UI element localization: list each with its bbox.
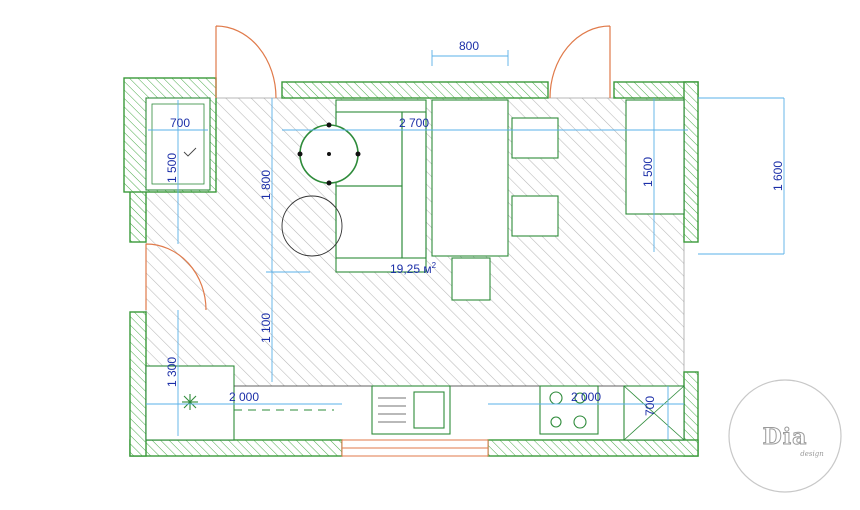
round-table-outline [281,195,343,257]
dimension-top-gap: 800 [459,39,479,53]
floor-area-value: 19,25 м [390,262,432,276]
round-table-point [297,151,303,157]
dimension-corner-cabinet: 700 [643,396,657,416]
doors [145,25,611,311]
sofa-arm [401,111,427,259]
wall-right-upper [683,81,699,243]
door-top-left [215,25,277,99]
burner [574,392,586,404]
burner [550,416,562,428]
dimension-right-outer-depth: 1 600 [771,161,785,191]
dimension-lower-left-height: 1 300 [165,357,179,387]
burner [549,391,563,405]
dining-table [431,99,509,257]
round-table-point [326,122,332,128]
check-mark [183,147,197,157]
wall-bottom-left [129,439,343,457]
dimension-counter-left: 2 000 [229,390,259,404]
dimension-table-zone-depth: 1 800 [259,170,273,200]
wall-left-upper [129,189,147,243]
sink-bowl [413,391,445,429]
chair [451,257,491,301]
bench-right [625,99,685,215]
wall-left-lower [129,311,147,457]
floor-area-label: 19,25 м2 [390,261,437,276]
counter-mark [183,395,197,409]
floor-area-unit: 2 [432,261,437,270]
dimension-left-cabinet-depth: 1 500 [165,153,179,183]
burner [573,415,587,429]
wall-top-middle [281,81,549,99]
dimension-counter-right: 2 000 [571,390,601,404]
dimension-sofa-gap: 1 100 [259,313,273,343]
watermark-brand: Dia [763,424,808,450]
chair [511,195,559,237]
round-table-point [355,151,361,157]
dimension-left-cabinet-width: 700 [170,116,190,130]
dimension-interior-width: 2 700 [399,116,429,130]
dimension-lines [146,50,785,440]
round-table-point [327,152,331,156]
stove [539,385,599,435]
watermark-logo: Dia design [728,379,842,493]
door-top-right [549,25,611,99]
furniture [145,97,685,441]
chair [511,117,559,159]
sink [371,385,451,435]
dimension-right-bench-depth: 1 500 [641,157,655,187]
round-table-point [326,180,332,186]
wall-bottom-right [487,439,699,457]
watermark-sub: design [800,450,824,458]
door-left [145,243,207,311]
cabinet-cross [623,385,685,441]
